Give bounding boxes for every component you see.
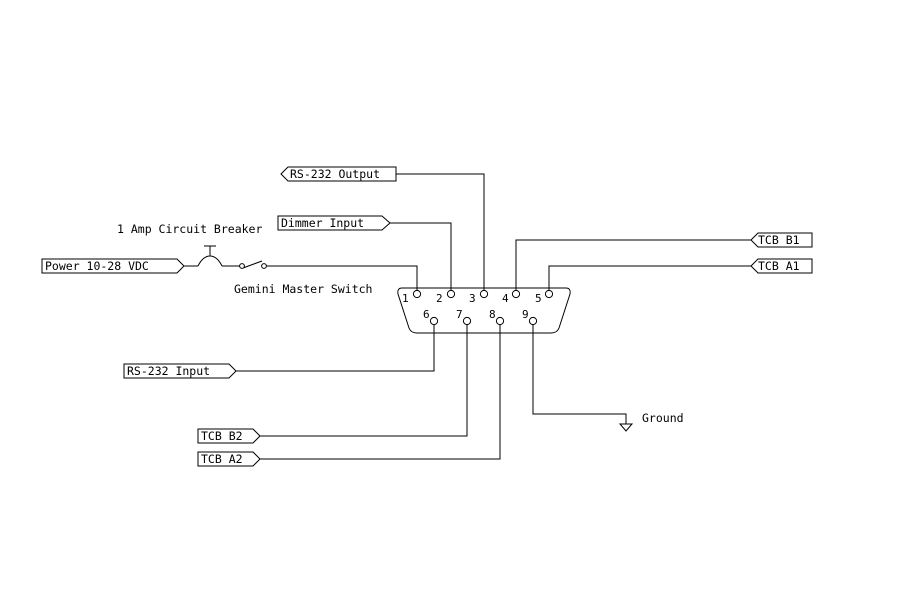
master-switch-blade [243,261,262,268]
dimmer-input-label: Dimmer Input [281,216,364,230]
wire-pin-8 [260,324,500,459]
pin-number-2: 2 [436,292,443,305]
wire-pin-9 [533,324,626,424]
pin-9 [529,317,536,324]
pin-number-1: 1 [402,292,409,305]
ground-label: Ground [642,411,684,425]
pin-number-9: 9 [522,308,529,321]
wire-pin-3 [396,174,484,291]
rs232-output-label: RS-232 Output [290,167,380,181]
pin-1 [413,290,420,297]
circuit-breaker-label: 1 Amp Circuit Breaker [117,222,262,236]
tcb-b2-label: TCB B2 [201,429,243,443]
pin-4 [512,290,519,297]
pin-number-7: 7 [456,308,463,321]
rs232-input-label: RS-232 Input [127,364,210,378]
pin-5 [545,290,552,297]
pin-7 [463,317,470,324]
pin-2 [447,290,454,297]
pin-number-4: 4 [502,292,509,305]
wire-pin-7 [260,324,467,436]
circuit-breaker-symbol [198,246,222,266]
tcb-a1-label: TCB A1 [758,259,800,273]
tcb-b1-label: TCB B1 [758,233,800,247]
pin-number-3: 3 [469,292,476,305]
power-label: Power 10-28 VDC [45,259,149,273]
pin-number-5: 5 [535,292,542,305]
pin-number-6: 6 [423,308,430,321]
wire-pin-5 [549,266,751,291]
ground-icon [620,424,632,431]
wire-pin-2 [390,223,451,291]
switch-contact-right [262,264,267,269]
pin-6 [430,317,437,324]
pin-8 [496,317,503,324]
pin-number-8: 8 [489,308,496,321]
master-switch-label: Gemini Master Switch [234,282,372,296]
tcb-a2-label: TCB A2 [201,452,243,466]
wire-pin-6 [236,324,434,371]
switch-contact-left [240,264,245,269]
pin-3 [480,290,487,297]
